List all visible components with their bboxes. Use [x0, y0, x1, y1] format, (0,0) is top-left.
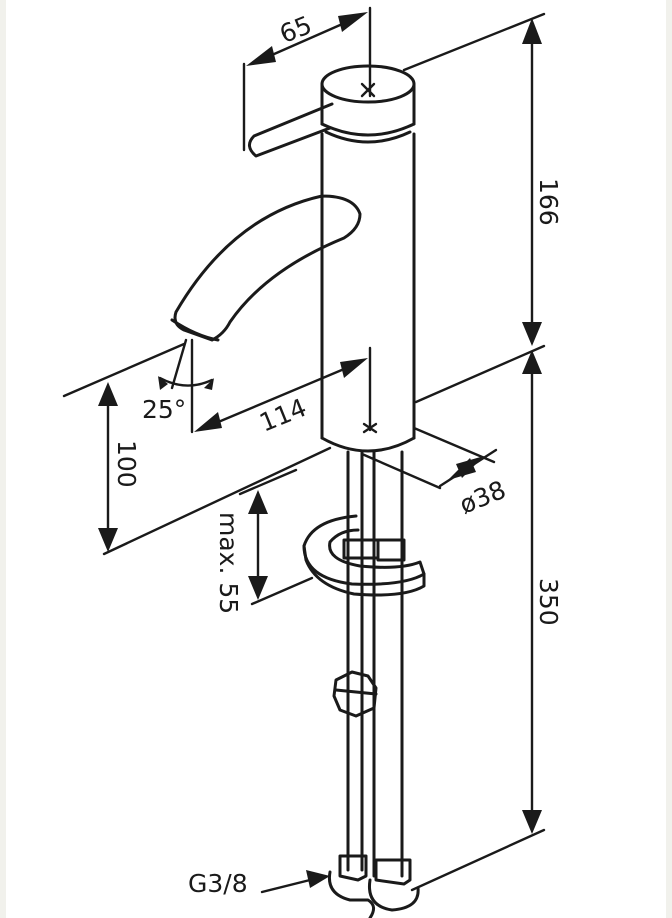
dimension-diameter-38	[360, 426, 498, 490]
label-114: 114	[255, 393, 310, 438]
label-350: 350	[534, 578, 563, 626]
dimension-25-degree	[158, 338, 214, 390]
dimension-100	[62, 342, 332, 556]
mounting-bracket	[302, 514, 426, 597]
faucet-body	[320, 64, 416, 453]
dimension-max-55	[238, 468, 314, 606]
dimension-114	[190, 338, 372, 434]
supply-hoses	[327, 450, 420, 918]
label-25-degree: 25°	[142, 395, 186, 424]
label-max-55: max. 55	[214, 512, 243, 614]
spout	[170, 194, 362, 342]
label-100: 100	[112, 440, 141, 488]
dimension-65	[242, 6, 546, 152]
callout-thread	[260, 870, 330, 894]
dimension-166	[414, 18, 546, 404]
lever-handle	[248, 102, 334, 158]
label-diameter-38: ø38	[455, 475, 510, 520]
label-166: 166	[534, 178, 563, 226]
dimension-350	[410, 350, 546, 892]
label-65: 65	[276, 10, 316, 49]
label-thread: G3/8	[188, 869, 248, 898]
